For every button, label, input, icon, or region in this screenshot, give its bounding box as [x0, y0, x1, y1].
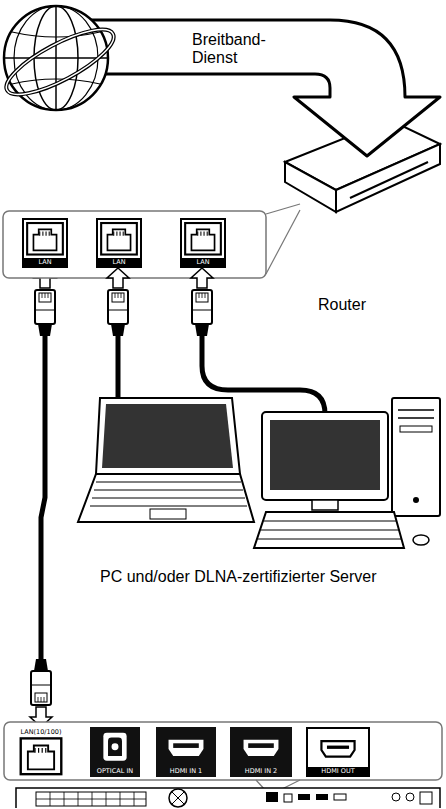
port-panel — [3, 211, 266, 278]
port-icon — [308, 729, 368, 767]
port-panel — [4, 722, 442, 780]
lan-port: LAN — [96, 218, 142, 268]
port-label: HDMI IN 1 — [170, 767, 202, 777]
globe-illustration — [0, 6, 121, 110]
cable-line — [41, 290, 45, 705]
port-icon — [90, 727, 140, 767]
cable-plug — [35, 290, 55, 336]
laptop-illustration — [78, 398, 254, 522]
port-icon — [230, 727, 292, 767]
port-label: HDMI IN 2 — [245, 767, 277, 777]
caption-label: PC und/oder DLNA-zertifizierter Server — [100, 568, 377, 586]
hdmi-port: HDMI IN 1 — [156, 727, 216, 777]
port-icon — [98, 220, 140, 258]
port-label: LAN — [98, 258, 140, 266]
port-label: LAN — [182, 258, 224, 266]
lan-port: LAN(10/100) — [12, 727, 70, 777]
device-back-illustration — [16, 788, 440, 808]
device-label: Router — [318, 296, 366, 314]
plug-arrow — [191, 268, 213, 288]
port-label: HDMI OUT — [308, 767, 368, 775]
cable — [116, 330, 121, 400]
port-label: LAN — [24, 258, 66, 266]
lan-port: LAN — [22, 218, 68, 268]
port-label: LAN(10/100) — [20, 727, 61, 736]
lan-port: LAN — [180, 218, 226, 268]
port-icon — [156, 727, 216, 767]
broadband-arrow — [80, 20, 440, 156]
desktop-pc-illustration — [254, 398, 440, 548]
port-icon — [24, 220, 66, 258]
port-icon — [182, 220, 224, 258]
port-label: OPTICAL IN — [97, 767, 133, 777]
plug-arrow — [107, 268, 129, 288]
hdmi-port: HDMI OUT — [306, 727, 370, 777]
cable-plug — [31, 659, 51, 705]
optical-port: OPTICAL IN — [90, 727, 140, 777]
hdmi-port: HDMI IN 2 — [230, 727, 292, 777]
service-label: Breitband- Dienst — [192, 31, 284, 68]
port-icon — [12, 736, 70, 777]
cable-connector — [30, 268, 56, 727]
